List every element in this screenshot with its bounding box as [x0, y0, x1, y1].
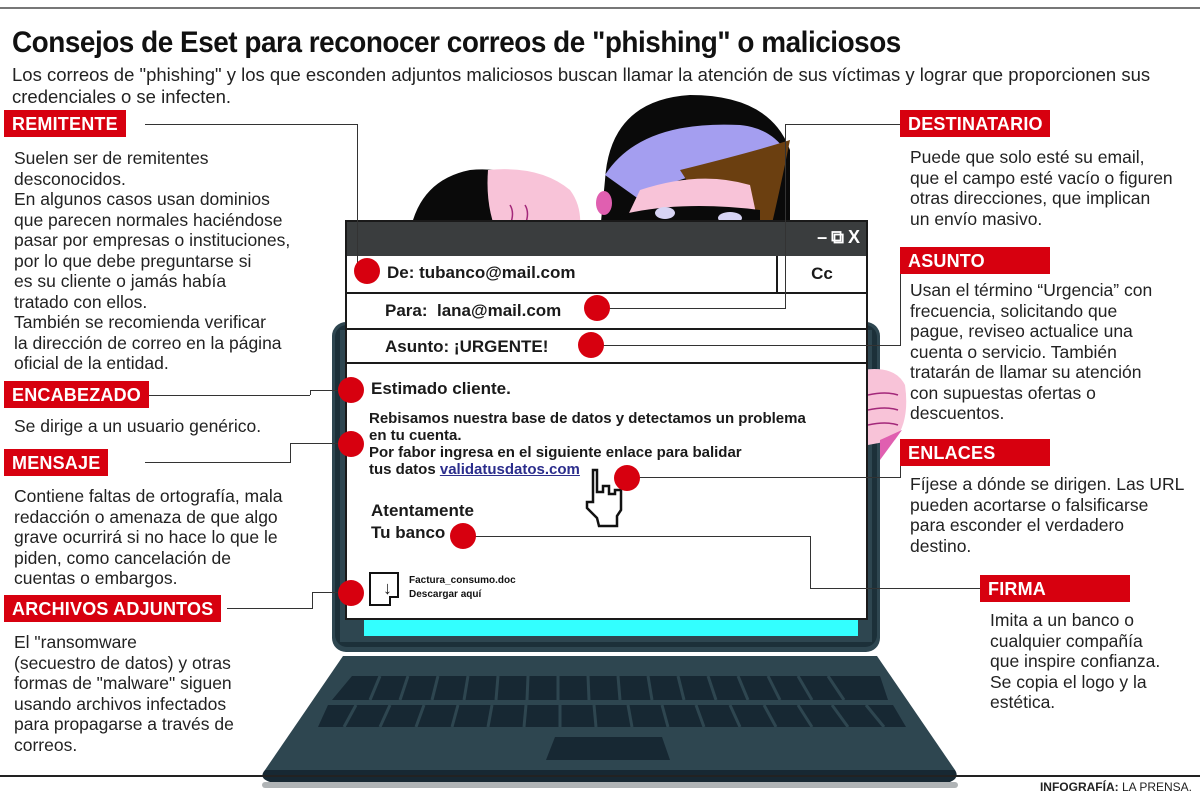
- email-body-prefix: tus datos: [369, 461, 436, 478]
- desc-enlaces: Fíjese a dónde se dirigen. Las URL puede…: [910, 474, 1185, 556]
- email-body-line-4: tus datos validatusdatos.com: [369, 461, 580, 478]
- section-mensaje: MENSAJE Contiene faltas de ortografía, m…: [4, 449, 344, 589]
- connector-destinatario-v: [785, 124, 786, 308]
- connector-destinatario: [785, 124, 905, 125]
- marker-firma: [450, 523, 476, 549]
- tag-firma: FIRMA: [980, 575, 1130, 602]
- phishing-link[interactable]: validatusdatos.com: [439, 461, 580, 478]
- marker-remitente: [354, 258, 380, 284]
- window-titlebar: – ⧉ X: [347, 222, 866, 256]
- desc-encabezado: Se dirige a un usuario genérico.: [14, 416, 262, 436]
- desc-destinatario: Puede que solo esté su email, que el cam…: [910, 147, 1173, 229]
- email-window: – ⧉ X De: tubanco@mail.com Cc Para: lana…: [345, 220, 868, 620]
- tag-destinatario: DESTINATARIO: [900, 110, 1050, 137]
- desc-archivos: El "ransomware (secuestro de datos) y ot…: [14, 632, 234, 755]
- tag-remitente: REMITENTE: [4, 110, 126, 137]
- marker-destinatario: [584, 295, 610, 321]
- cc-button[interactable]: Cc: [776, 256, 866, 292]
- section-enlaces: ENLACES Fíjese a dónde se dirigen. Las U…: [900, 439, 1200, 556]
- tag-enlaces: ENLACES: [900, 439, 1050, 466]
- connector-archivos: [227, 608, 312, 609]
- connector-remitente-v: [357, 124, 358, 269]
- to-field[interactable]: Para: lana@mail.com: [347, 294, 866, 330]
- bottom-rule: [0, 775, 1200, 777]
- connector-firma: [470, 536, 810, 537]
- marker-encabezado: [338, 377, 364, 403]
- close-icon[interactable]: X: [847, 227, 860, 247]
- tag-asunto: ASUNTO: [900, 247, 1050, 274]
- attachment-download-link[interactable]: Descargar aquí: [409, 589, 482, 600]
- page-title: Consejos de Eset para reconocer correos …: [12, 26, 901, 59]
- section-asunto: ASUNTO Usan el término “Urgencia” con fr…: [900, 247, 1200, 424]
- section-destinatario: DESTINATARIO Puede que solo esté su emai…: [900, 110, 1200, 229]
- connector-mensaje-2: [290, 443, 350, 444]
- connector-enlaces: [625, 477, 900, 478]
- email-closing: Atentamente: [371, 501, 474, 520]
- connector-archivos-v: [312, 592, 313, 609]
- subject-field[interactable]: Asunto: ¡URGENTE!: [347, 330, 866, 364]
- download-arrow-icon: ↓: [383, 578, 392, 598]
- connector-firma-v: [810, 536, 811, 588]
- connector-asunto-v: [900, 260, 901, 346]
- desc-mensaje: Contiene faltas de ortografía, mala reda…: [14, 486, 283, 588]
- marker-archivos: [338, 580, 364, 606]
- connector-encabezado-2: [310, 390, 350, 391]
- from-value: De: tubanco@mail.com: [387, 263, 576, 282]
- connector-remitente: [145, 124, 357, 125]
- credit-source: LA PRENSA.: [1121, 780, 1192, 794]
- desc-firma: Imita a un banco o cualquier compañía qu…: [990, 610, 1161, 712]
- restore-icon[interactable]: ⧉: [831, 227, 844, 247]
- email-body-line-3: Por fabor ingresa en el siguiente enlace…: [369, 444, 742, 461]
- marker-enlaces: [614, 465, 640, 491]
- page-subtitle: Los correos de "phishing" y los que esco…: [12, 64, 1151, 107]
- from-field[interactable]: De: tubanco@mail.com Cc: [347, 256, 866, 294]
- top-rule: [0, 7, 1200, 9]
- email-body-line-1: Rebisamos nuestra base de datos y detect…: [369, 410, 806, 427]
- credit: INFOGRAFÍA: LA PRENSA.: [1040, 780, 1192, 794]
- connector-mensaje: [145, 462, 290, 463]
- connector-encabezado-v: [310, 390, 311, 395]
- subject-value: Asunto: ¡URGENTE!: [385, 337, 549, 356]
- to-value: lana@mail.com: [437, 301, 562, 320]
- credit-label: INFOGRAFÍA:: [1039, 780, 1119, 794]
- connector-asunto: [600, 345, 900, 346]
- attachment[interactable]: Factura_consumo.doc Descargar aquí: [409, 574, 516, 602]
- window-controls: – ⧉ X: [817, 228, 860, 246]
- marker-mensaje: [338, 431, 364, 457]
- connector-archivos-2: [312, 592, 352, 593]
- section-archivos: ARCHIVOS ADJUNTOS El "ransomware (secues…: [4, 595, 344, 755]
- section-remitente: REMITENTE Suelen ser de remitentes desco…: [4, 110, 344, 374]
- email-signature: Tu banco: [371, 523, 446, 542]
- desc-remitente: Suelen ser de remitentes desconocidos. E…: [14, 148, 291, 373]
- email-greeting: Estimado cliente.: [371, 379, 511, 398]
- connector-destinatario-h: [605, 308, 786, 309]
- desc-asunto: Usan el término “Urgencia” con frecuenci…: [910, 280, 1153, 423]
- minimize-icon[interactable]: –: [817, 227, 828, 247]
- marker-asunto: [578, 332, 604, 358]
- tag-encabezado: ENCABEZADO: [4, 381, 150, 408]
- section-firma: FIRMA Imita a un banco o cualquier compa…: [980, 575, 1200, 713]
- section-encabezado: ENCABEZADO Se dirige a un usuario genéri…: [4, 381, 344, 437]
- tag-archivos: ARCHIVOS ADJUNTOS: [4, 595, 222, 622]
- attachment-icon[interactable]: ↓: [369, 572, 399, 606]
- connector-mensaje-v: [290, 443, 291, 463]
- tag-mensaje: MENSAJE: [4, 449, 109, 476]
- to-label: Para:: [385, 301, 428, 320]
- connector-encabezado: [142, 395, 310, 396]
- attachment-filename: Factura_consumo.doc: [409, 575, 516, 586]
- email-body-line-2: en tu cuenta.: [369, 427, 462, 444]
- connector-firma-2: [810, 588, 982, 589]
